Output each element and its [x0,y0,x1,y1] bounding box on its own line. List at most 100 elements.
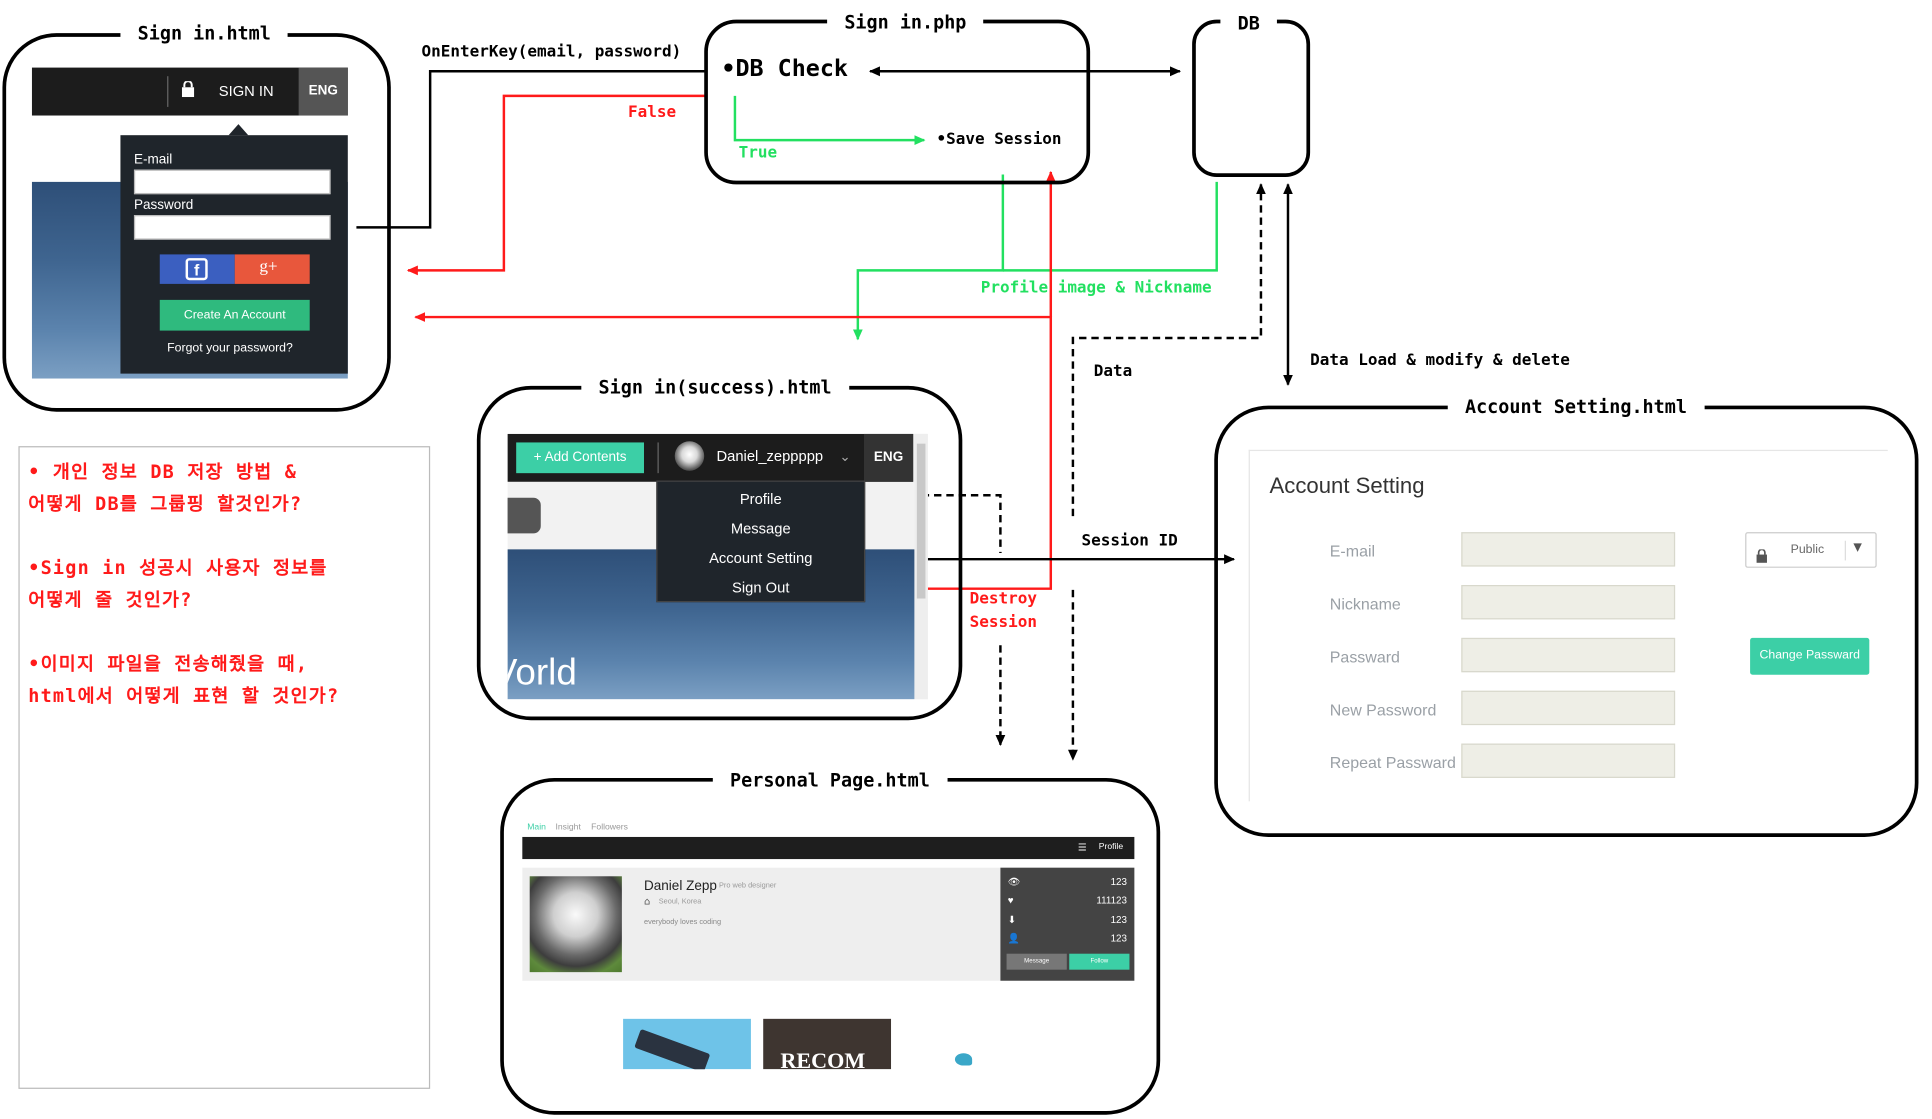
note-line-3: •Sign in 성공시 사용자 정보를 [28,556,328,579]
download-icon: ⬇ [1007,914,1017,926]
profile-card: Daniel Zepp Pro web designer ⌂ Seoul, Ko… [522,867,1001,981]
arrow-destroy-session [414,312,1053,590]
email-field[interactable] [1461,532,1676,567]
password-label: Password [133,197,194,213]
menu-item-message[interactable]: Message [730,519,791,538]
eye-icon: 👁 [1007,876,1021,888]
profile-menu-link[interactable]: Profile [1098,843,1124,852]
menu-item-sign-out[interactable]: Sign Out [732,578,790,597]
profile-role: Pro web designer [718,882,777,890]
change-password-button[interactable]: Change Passward [1750,637,1870,675]
arrow-data [1071,183,1266,517]
message-button[interactable]: Message [1006,953,1067,970]
arrow-profile-nickname [852,174,1005,341]
field-label-password: Passward [1329,647,1400,667]
user-menu: Profile Message Account Setting Sign Out [656,480,866,603]
facebook-icon: f [185,258,208,281]
arrow-db-green [1002,181,1218,272]
stat-likes: 111123 [1096,894,1127,906]
arrow-onenterkey [356,70,707,229]
save-session-label: •Save Session [936,130,1062,149]
signin-dropdown: E-mail Password f g+ Create An Account F… [120,135,348,374]
dropdown-caret [228,124,249,136]
signin-php-title: Sign in.php [827,11,984,34]
privacy-select-value: Public [1790,543,1825,557]
field-label-email: E-mail [1329,541,1376,561]
account-panel: Account Setting E-mail Nickname Passward… [1248,449,1888,802]
email-label: E-mail [133,152,173,168]
destroy-session-label: Destroy Session [969,589,1038,632]
field-label-repeat-password: Repeat Passward [1329,753,1456,772]
privacy-select[interactable]: Public ▼ [1745,532,1877,568]
true-label: True [738,143,778,163]
note-line-4: 어떻게 줄 것인가? [28,588,193,611]
tab-insight[interactable]: Insight [555,823,581,833]
stats-panel: 👁 123 ♥ 111123 ⬇ 123 👤 123 Message Follow [1000,867,1135,981]
new-password-field[interactable] [1461,690,1676,726]
thumb-recom[interactable]: RECOM [763,1018,892,1070]
signin-html-title: Sign in.html [120,22,289,45]
tab-followers[interactable]: Followers [591,823,628,833]
lock-icon [1756,544,1767,567]
lang-button[interactable]: ENG [298,67,348,116]
notes-box: • 개인 정보 DB 저장 방법 & 어떻게 DB를 그룹핑 할것인가? •Si… [18,446,431,1089]
signin-topbar: SIGN IN ENG [31,67,348,116]
db-check-label: •DB Check [721,55,848,83]
menu-item-profile[interactable]: Profile [739,490,782,508]
search-pill [507,497,541,534]
note-line-6: html에서 어떻게 표현 할 것인가? [28,684,340,707]
tab-main[interactable]: Main [527,823,546,833]
profile-name: Daniel Zepp [643,878,717,894]
profile-nickname-label: Profile image & Nickname [980,278,1212,298]
add-contents-button[interactable]: + Add Contents [516,442,644,474]
chevron-down-icon: ▼ [1853,541,1862,555]
chevron-down-icon[interactable]: ⌄ [839,448,851,465]
heart-icon: ♥ [1007,894,1014,906]
follow-button[interactable]: Follow [1069,953,1130,970]
menu-icon[interactable]: ☰ [1077,841,1087,853]
onenterkey-label: OnEnterKey(email, password) [421,43,682,62]
repeat-password-field[interactable] [1461,743,1676,778]
password-field[interactable] [1461,637,1676,673]
db-frame [1192,19,1311,177]
password-field[interactable] [133,215,331,240]
thumb-bird[interactable] [903,1018,1032,1070]
account-setting-title: Account Setting.html [1447,395,1705,418]
create-account-button[interactable]: Create An Account [159,299,310,331]
google-plus-icon: g+ [259,258,278,277]
menu-item-account-setting[interactable]: Account Setting [709,549,813,567]
data-label: Data [1093,362,1133,381]
lock-icon [181,80,195,98]
success-viewport: + Add Contents Daniel_zeppppp ⌄ ENG Vorl… [507,433,928,700]
arrow-true [733,95,926,146]
personal-page-title: Personal Page.html [712,769,948,792]
profile-location: Seoul, Korea [658,898,702,906]
profile-photo [529,876,622,973]
session-id-label: Session ID [1081,532,1178,551]
lang-button[interactable]: ENG [863,433,914,482]
note-line-5: •이미지 파일을 전송해줬을 때, [28,652,309,675]
arrow-false [406,94,707,276]
false-label: False [628,103,677,122]
stat-followers: 123 [1110,932,1127,944]
profile-bio: everybody loves coding [643,919,722,927]
data-load-label: Data Load & modify & delete [1310,351,1570,370]
thumb-recom-text: RECOM [780,1048,866,1070]
facebook-button[interactable]: f [159,254,235,284]
user-add-icon: 👤 [1007,932,1021,944]
email-field[interactable] [133,169,331,195]
signin-success-title: Sign in(success).html [581,376,849,399]
personal-navbar: ☰ Profile [522,836,1135,860]
google-plus-button[interactable]: g+ [234,254,310,284]
nickname-field[interactable] [1461,585,1676,620]
username-label[interactable]: Daniel_zeppppp [716,447,824,465]
stat-downloads: 123 [1110,914,1127,926]
stat-views: 123 [1110,876,1127,888]
note-line-1: • 개인 정보 DB 저장 방법 & [28,460,298,483]
forgot-password-link[interactable]: Forgot your password? [167,341,293,356]
thumb-tablet[interactable] [623,1018,751,1070]
db-title: DB [1220,12,1278,35]
scrollbar[interactable] [914,433,928,700]
sign-in-button[interactable]: SIGN IN [218,82,274,100]
